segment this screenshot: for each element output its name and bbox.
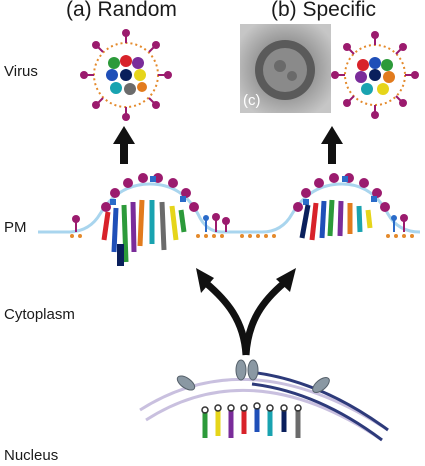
inset-label: (c) [243,92,261,109]
budding-virion-icon [101,173,199,266]
rna-segment-icon [202,408,301,438]
label-pm: PM [4,219,27,236]
virion-icon [80,29,172,121]
branch-arrow-icon [196,268,296,356]
label-nucleus: Nucleus [4,447,59,464]
rna-segment-loops [201,402,302,414]
label-virus: Virus [4,63,38,80]
up-arrow-icon [113,126,135,164]
nuclear-envelope [139,370,389,442]
label-cytoplasm: Cytoplasm [4,306,75,323]
title-specific: (b) Specific [271,0,377,21]
plasma-membrane [38,182,421,234]
nuclear-pore-icon [176,359,330,393]
budding-virion-icon [293,173,390,241]
membrane-dots [70,234,414,238]
title-random: (a) Random [66,0,177,21]
up-arrow-icon [321,126,343,164]
membrane-spikes [72,213,408,232]
tem-micrograph-inset [240,24,331,113]
virion-icon [331,31,419,119]
